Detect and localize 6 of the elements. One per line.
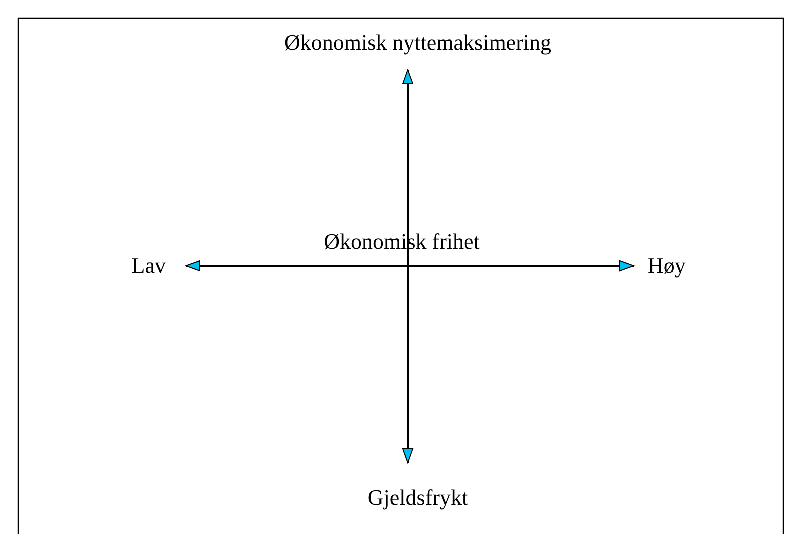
- double-arrow: [402, 70, 414, 464]
- axis-label: Høy: [648, 253, 686, 279]
- axis-label: Lav: [132, 253, 166, 279]
- axis-label: Økonomisk nyttemaksimering: [284, 30, 552, 56]
- axis-label: Gjeldsfrykt: [368, 485, 468, 511]
- double-arrow: [186, 260, 634, 272]
